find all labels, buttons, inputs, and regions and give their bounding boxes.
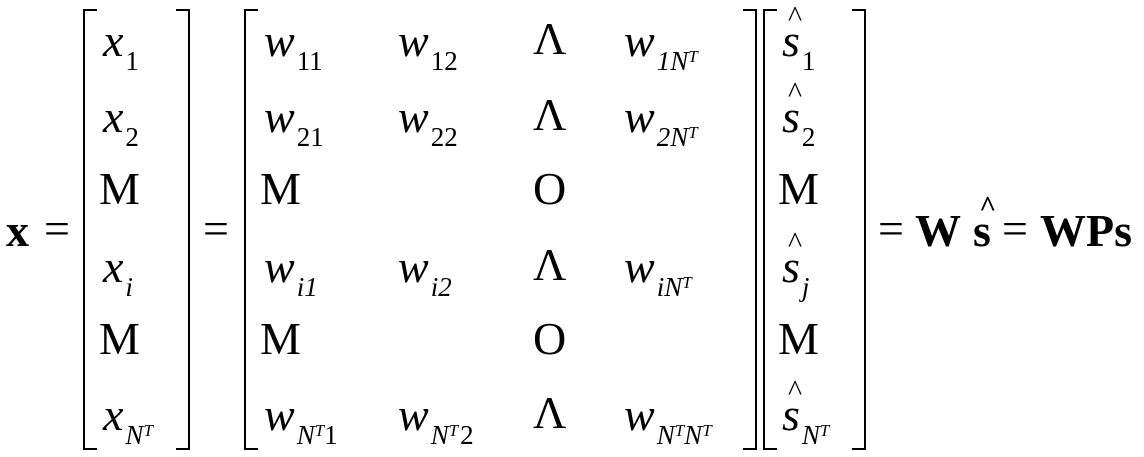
matrix-W-bold: W [915, 205, 961, 256]
vertical-dots: M [778, 163, 819, 214]
vertical-dots: M [778, 313, 819, 364]
w-element: wNTNT [624, 389, 712, 451]
w-element: wiNT [624, 241, 692, 303]
right-bracket [743, 9, 757, 450]
left-bracket [763, 9, 777, 450]
w-element: wi2 [398, 241, 452, 303]
equals-sign: = [44, 203, 70, 254]
w-element: w11 [264, 15, 323, 77]
w-element: wNT1 [264, 389, 338, 451]
equals-sign: = [878, 203, 904, 254]
w-element: wNT2 [398, 389, 474, 451]
horizontal-dots: Λ [533, 89, 567, 140]
diagonal-dots: O [533, 313, 567, 364]
x-element: x1 [103, 15, 139, 77]
right-bracket [852, 9, 866, 450]
w-element: w1NT [624, 15, 698, 77]
x-element: xi [103, 241, 133, 303]
s-hat-element: s1 [782, 0, 815, 76]
s-hat-element: s2 [782, 70, 815, 152]
equals-sign: = [203, 203, 229, 254]
s-hat-element: sNT [782, 368, 829, 450]
equals-sign: = [1002, 203, 1028, 254]
x-element: xNT [103, 389, 153, 451]
w-element: wi1 [264, 241, 318, 303]
w-element: w2NT [624, 91, 698, 153]
vertical-dots: M [260, 163, 301, 214]
vector-s-hat-bold: s [973, 184, 996, 254]
vertical-dots: M [260, 313, 301, 364]
x-element: x2 [103, 91, 139, 153]
right-bracket [176, 9, 190, 450]
diagonal-dots: O [533, 163, 567, 214]
s-hat-element: sj [782, 220, 809, 302]
left-bracket [83, 9, 97, 450]
vertical-dots: M [99, 313, 140, 364]
w-element: w22 [398, 91, 458, 153]
horizontal-dots: Λ [533, 387, 567, 438]
w-element: w21 [264, 91, 324, 153]
vertical-dots: M [99, 163, 140, 214]
product-WPs-bold: WPs [1040, 205, 1132, 256]
left-bracket [244, 9, 258, 450]
horizontal-dots: Λ [533, 239, 567, 290]
lhs-vector-x: x [6, 205, 29, 256]
horizontal-dots: Λ [533, 13, 567, 64]
w-element: w12 [398, 15, 458, 77]
